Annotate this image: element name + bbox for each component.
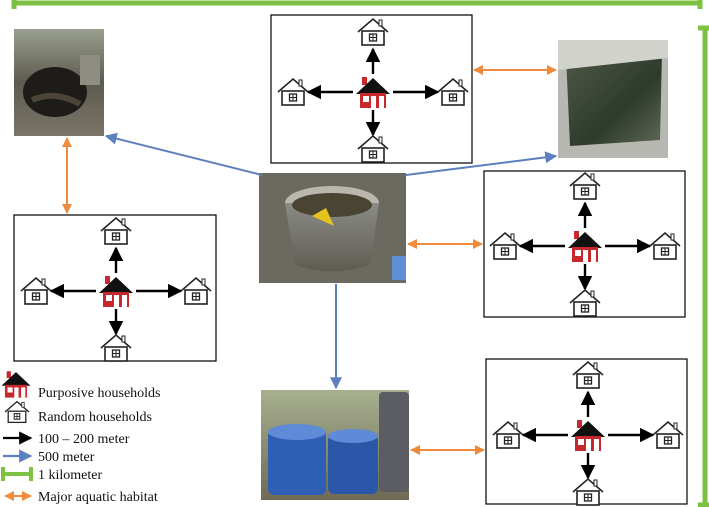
legend-purposive: Purposive households xyxy=(38,386,161,401)
purposive-household-icon xyxy=(1,371,31,398)
pond-photo xyxy=(558,40,668,158)
kilometer-scale-bars xyxy=(11,0,709,507)
green-bar-icon xyxy=(1,467,33,481)
legend-long-distance: 500 meter xyxy=(38,450,95,465)
legend-habitat: Major aquatic habitat xyxy=(38,490,158,505)
cluster-box-top xyxy=(270,14,473,164)
random-household-icon xyxy=(4,400,30,424)
bucket-photo xyxy=(259,173,406,283)
legend-short-distance: 100 – 200 meter xyxy=(38,432,130,447)
barrels-photo xyxy=(261,390,409,500)
dug-well-photo xyxy=(14,29,104,136)
orange-arrows xyxy=(62,65,557,455)
legend-random: Random households xyxy=(38,410,152,425)
cluster-box-right xyxy=(483,170,686,318)
legend: Purposive households Random households 1… xyxy=(1,371,161,505)
cluster-box-left xyxy=(13,214,217,361)
legend-kilometer: 1 kilometer xyxy=(38,468,102,483)
blue-arrows xyxy=(104,132,558,390)
cluster-box-bottom xyxy=(485,358,688,505)
